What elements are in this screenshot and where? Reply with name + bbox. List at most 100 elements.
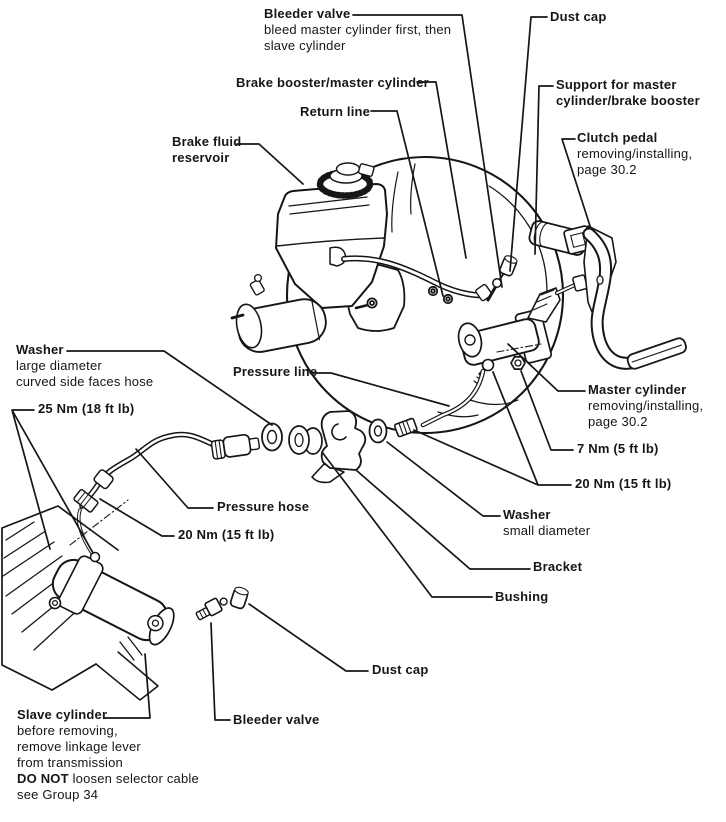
label-title: Brake fluid xyxy=(172,134,242,149)
leader-lines xyxy=(11,14,592,721)
label-note: curved side faces hose xyxy=(16,374,154,389)
label-warning: DO NOT xyxy=(17,771,69,786)
leader-master-cylinder xyxy=(507,343,586,392)
label-note: page 30.2 xyxy=(577,162,637,177)
label-dust-cap-bottom: Dust cap xyxy=(372,662,429,678)
leader-washer-large xyxy=(66,350,273,426)
label-title: Dust cap xyxy=(372,662,429,677)
label-title: Bleeder valve xyxy=(264,6,351,21)
leader-reservoir xyxy=(236,143,304,185)
bracket-part-drawing xyxy=(311,410,367,484)
label-brake-booster: Brake booster/master cylinder xyxy=(236,75,429,91)
label-title: 25 Nm (18 ft lb) xyxy=(38,401,135,416)
label-title: reservoir xyxy=(172,150,230,165)
label-title: Slave cylinder xyxy=(17,707,108,722)
leader-torque-25 xyxy=(11,409,94,554)
label-title: cylinder/brake booster xyxy=(556,93,700,108)
leader-dust-cap-bottom xyxy=(248,603,369,672)
label-return-line: Return line xyxy=(300,104,370,120)
leader-slave-cylinder xyxy=(103,653,151,719)
label-torque-25: 25 Nm (18 ft lb) xyxy=(38,401,134,417)
label-title: Washer xyxy=(16,342,64,357)
hose-end-fitting-drawing xyxy=(210,433,261,460)
label-title: Pressure line xyxy=(233,364,318,379)
label-title: Bracket xyxy=(533,559,583,574)
label-title: 20 Nm (15 ft lb) xyxy=(178,527,275,542)
leader-torque-20-left xyxy=(99,498,175,537)
label-note: slave cylinder xyxy=(264,38,346,53)
label-bleeder-valve-top: Bleeder valve bleed master cylinder firs… xyxy=(264,6,451,54)
label-note: page 30.2 xyxy=(588,414,648,429)
label-title: Bleeder valve xyxy=(233,712,320,727)
label-clutch-pedal: Clutch pedal removing/installing, page 3… xyxy=(577,130,692,178)
leader-bleeder-valve-bottom xyxy=(210,622,231,721)
label-pressure-line: Pressure line xyxy=(233,364,317,380)
label-note: before removing, xyxy=(17,723,118,738)
label-torque-20-left: 20 Nm (15 ft lb) xyxy=(178,527,274,543)
label-slave-cylinder: Slave cylinder before removing, remove l… xyxy=(17,707,199,803)
label-note: remove linkage lever xyxy=(17,739,141,754)
washer-small-drawing xyxy=(368,418,388,444)
label-title: Bushing xyxy=(495,589,549,604)
label-title: Master cylinder xyxy=(588,382,687,397)
label-title: Brake booster/master cylinder xyxy=(236,75,429,90)
label-note: see Group 34 xyxy=(17,787,99,802)
label-master-cylinder: Master cylinder removing/installing, pag… xyxy=(588,382,703,430)
leader-bushing xyxy=(321,451,493,598)
leader-bracket xyxy=(355,469,531,570)
label-note: removing/installing, xyxy=(577,146,693,161)
label-bleeder-valve-bottom: Bleeder valve xyxy=(233,712,319,728)
leader-pressure-line xyxy=(309,372,450,407)
dust-cap-part-bottom xyxy=(229,586,249,610)
label-bracket: Bracket xyxy=(533,559,582,575)
pressure-hose-drawing xyxy=(79,431,217,509)
leader-bleeder-valve-top xyxy=(352,14,503,288)
return-line-drawing xyxy=(341,255,493,302)
clutch-pedal-drawing xyxy=(528,220,687,370)
label-torque-20-right: 20 Nm (15 ft lb) xyxy=(575,476,671,492)
leader-torque-20-right xyxy=(413,371,572,486)
slave-cylinder-drawing xyxy=(1,505,175,701)
washer-large-drawing xyxy=(261,422,283,452)
label-title: Support for master xyxy=(556,77,677,92)
label-washer-small: Washer small diameter xyxy=(503,507,590,539)
label-title: Washer xyxy=(503,507,551,522)
label-title: Return line xyxy=(300,104,371,119)
leader-brake-booster xyxy=(416,81,467,259)
label-washer-large: Washer large diameter curved side faces … xyxy=(16,342,153,390)
label-dust-cap-top: Dust cap xyxy=(550,9,607,25)
label-bushing: Bushing xyxy=(495,589,548,605)
leader-return-line xyxy=(370,110,444,297)
leader-support xyxy=(534,85,554,255)
bleeder-valve-part-bottom xyxy=(195,597,228,621)
label-note: loosen selector cable xyxy=(68,771,199,786)
leader-pressure-hose xyxy=(135,448,214,509)
label-title: 7 Nm (5 ft lb) xyxy=(577,441,659,456)
leader-torque-7 xyxy=(520,370,574,451)
label-title: Clutch pedal xyxy=(577,130,658,145)
bleeder-valve-part-top xyxy=(486,272,505,302)
pipe-fitting-drawing xyxy=(393,417,418,438)
label-title: Pressure hose xyxy=(217,499,310,514)
bushing-drawing xyxy=(288,425,323,455)
brake-fluid-reservoir-drawing xyxy=(275,162,388,309)
label-torque-7: 7 Nm (5 ft lb) xyxy=(577,441,659,457)
pressure-line-drawing xyxy=(420,368,486,428)
label-title: 20 Nm (15 ft lb) xyxy=(575,476,672,491)
label-title: Dust cap xyxy=(550,9,607,24)
label-note: bleed master cylinder first, then xyxy=(264,22,452,37)
label-note: DO NOT loosen selector cable xyxy=(17,771,199,787)
label-note: small diameter xyxy=(503,523,591,538)
clutch-master-cylinder-drawing xyxy=(457,255,588,385)
label-note: from transmission xyxy=(17,755,123,770)
label-support: Support for master cylinder/brake booste… xyxy=(556,77,700,109)
label-brake-fluid-reservoir: Brake fluid reservoir xyxy=(172,134,241,166)
label-note: removing/installing, xyxy=(588,398,704,413)
label-pressure-hose: Pressure hose xyxy=(217,499,309,515)
leader-washer-small xyxy=(386,441,501,517)
brake-master-cylinder-drawing xyxy=(230,273,327,353)
dust-cap-part-top xyxy=(499,255,518,277)
leader-clutch-pedal xyxy=(561,138,592,230)
label-note: large diameter xyxy=(16,358,102,373)
